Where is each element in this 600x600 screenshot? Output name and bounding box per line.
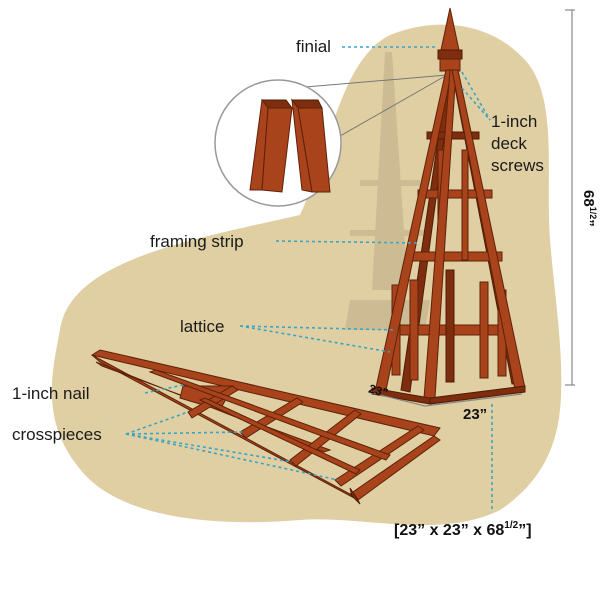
standing-obelisk — [371, 7, 526, 405]
label-crosspieces: crosspieces — [12, 425, 102, 444]
label-framing-strip: framing strip — [150, 232, 244, 251]
dimension-lines — [367, 9, 575, 407]
obelisk-shadow — [345, 52, 430, 330]
label-deck-screws: screws — [491, 156, 544, 175]
label-deck-screws: deck — [491, 134, 527, 153]
base-side-right-dimension: 23” — [463, 406, 487, 423]
label-deck-screws: 1-inch — [491, 112, 537, 131]
base-side-left-dimension: 23” — [367, 381, 389, 400]
label-lattice: lattice — [180, 317, 224, 336]
flat-lattice-panel — [90, 349, 441, 505]
leader-lines — [125, 46, 493, 510]
label-nail: 1-inch nail — [12, 384, 90, 403]
framing-strip-detail — [249, 98, 331, 193]
label-finial: finial — [296, 37, 331, 56]
height-dimension: 681/2” — [580, 190, 598, 227]
overall-dimension: [23” x 23” x 681/2”] — [394, 520, 532, 539]
